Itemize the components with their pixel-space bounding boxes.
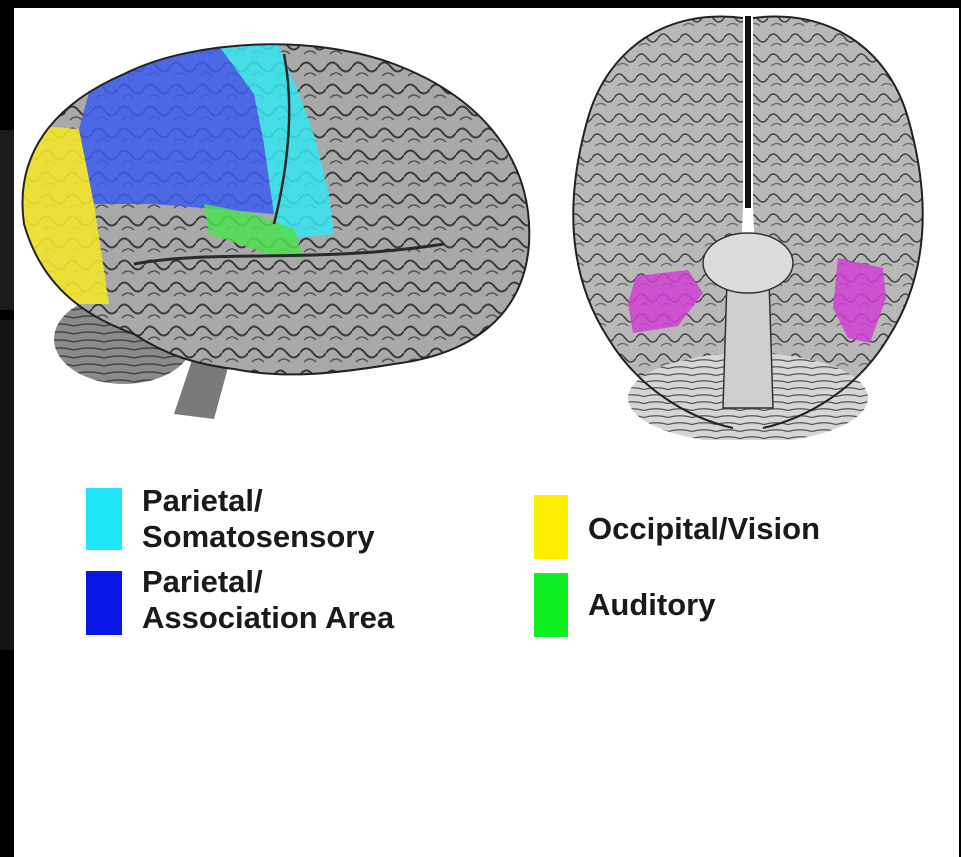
background-dark-band bbox=[0, 130, 14, 310]
background-dark-band bbox=[0, 320, 14, 650]
legend-label: Somatosensory bbox=[142, 519, 375, 555]
legend-label: Occipital/Vision bbox=[588, 511, 820, 547]
legend-swatch-blue bbox=[86, 571, 122, 635]
legend-swatch-yellow bbox=[534, 495, 568, 559]
legend-item-parietal-somatosensory: Parietal/ Somatosensory bbox=[86, 483, 416, 558]
legend-swatch-green bbox=[534, 573, 568, 637]
legend-item-auditory: Auditory bbox=[534, 573, 784, 643]
legend-label: Parietal/ bbox=[142, 483, 263, 519]
slide-canvas: Parietal/ Somatosensory Parietal/ Associ… bbox=[14, 8, 959, 857]
legend-swatch-cyan bbox=[86, 488, 122, 550]
legend-label: Association Area bbox=[142, 600, 394, 636]
lateral-brain-image bbox=[14, 34, 544, 419]
inferior-brain-image bbox=[548, 8, 948, 440]
legend-item-parietal-association: Parietal/ Association Area bbox=[86, 564, 446, 639]
legend-label: Parietal/ bbox=[142, 564, 263, 600]
legend-label: Auditory bbox=[588, 587, 715, 623]
legend-item-occipital-vision: Occipital/Vision bbox=[534, 495, 864, 565]
